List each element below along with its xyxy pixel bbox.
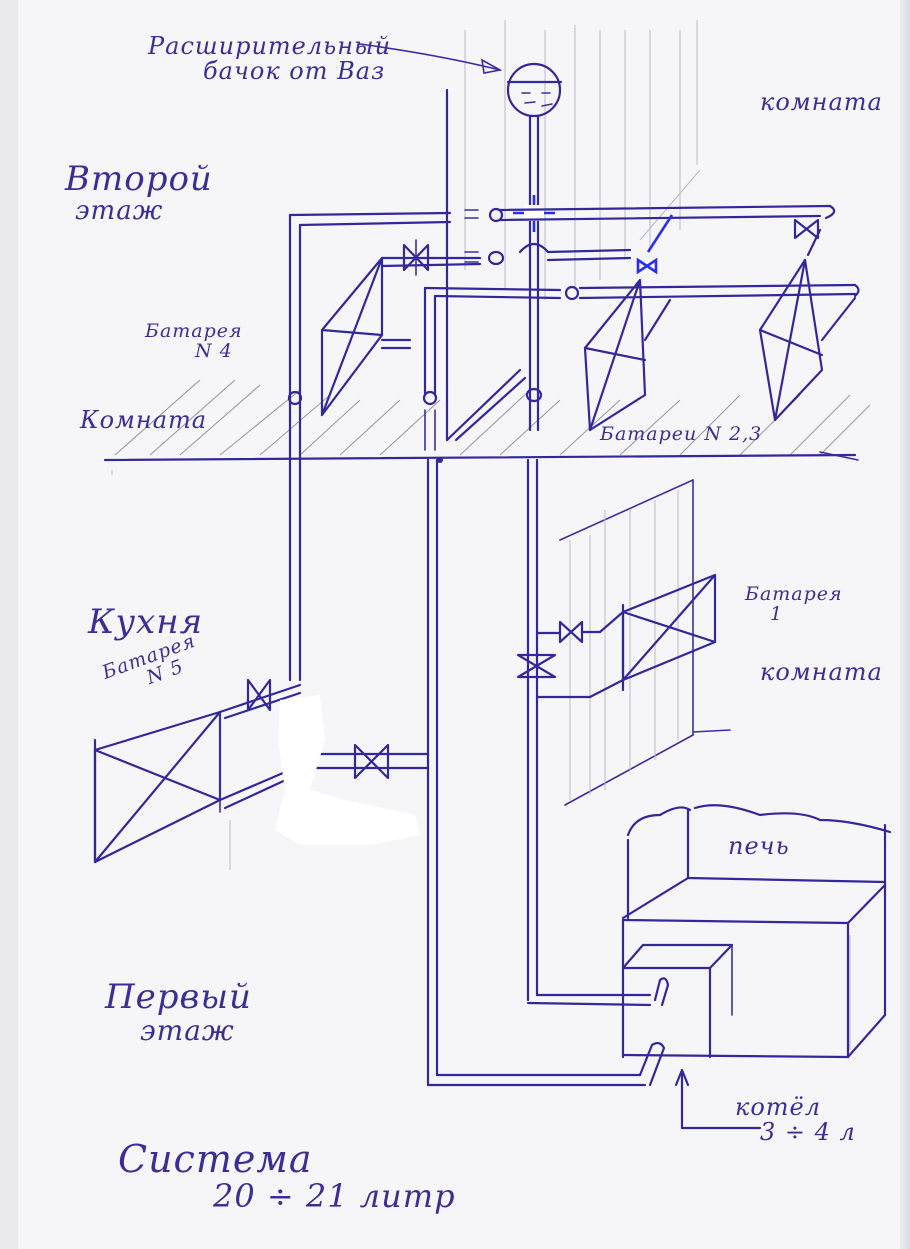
- label-battery-4: Батарея N 4: [145, 320, 243, 362]
- valve-battery-2: [636, 214, 674, 275]
- label-first-floor: Первый этаж: [105, 977, 252, 1047]
- label-second-floor: Второй этаж: [65, 159, 213, 226]
- label-boiler: котёл 3 ÷ 4 л: [735, 1093, 856, 1147]
- battery-4: [320, 256, 412, 417]
- battery-2: [583, 278, 672, 432]
- valve-battery-4: [402, 239, 430, 276]
- label-expansion-tank: Расширительный бачок от Ваз: [148, 32, 392, 86]
- expansion-tank: [506, 62, 563, 118]
- label-system-volume: Система 20 ÷ 21 литр: [118, 1137, 456, 1215]
- valve-battery-1-supply: [535, 610, 625, 644]
- battery-5: [93, 683, 302, 864]
- supply-pipe-top: [464, 204, 836, 223]
- battery-3: [758, 228, 857, 422]
- label-kitchen: Кухня: [88, 602, 204, 642]
- paper-edge-left: [0, 0, 18, 1249]
- label-room-left: Комната: [80, 406, 208, 434]
- valve-kitchen-return: [313, 743, 430, 780]
- return-pipe-top: [380, 242, 632, 268]
- kitchen-riser: [426, 457, 666, 1087]
- main-riser: [525, 114, 652, 1007]
- label-room-right: комната: [760, 658, 883, 686]
- valve-battery-3: [793, 218, 820, 240]
- expansion-tank-arrow: [359, 43, 503, 74]
- label-battery-2-3: Батареи N 2,3: [600, 423, 763, 445]
- label-battery-1: Батарея 1: [745, 583, 843, 625]
- valve-battery-1-return: [516, 653, 625, 699]
- supply-pipe-left: [287, 211, 452, 682]
- label-room-top-right: комната: [760, 88, 883, 116]
- floor-divider: [103, 453, 857, 462]
- wall-hatching-top: [464, 20, 701, 300]
- label-stove: печь: [728, 832, 790, 860]
- paper-sheet: [18, 0, 910, 1249]
- pipe-junction-marker: [513, 195, 555, 232]
- boiler-arrow: [674, 1068, 762, 1130]
- wall-battery-1: [559, 479, 731, 806]
- pencil-guides: [111, 470, 851, 1050]
- correction-blotch: [275, 695, 420, 845]
- stove: [621, 804, 892, 1059]
- valve-battery-5: [246, 678, 272, 712]
- battery-1: [621, 573, 717, 692]
- paper-edge-right: [900, 0, 910, 1249]
- boiler: [621, 943, 734, 1059]
